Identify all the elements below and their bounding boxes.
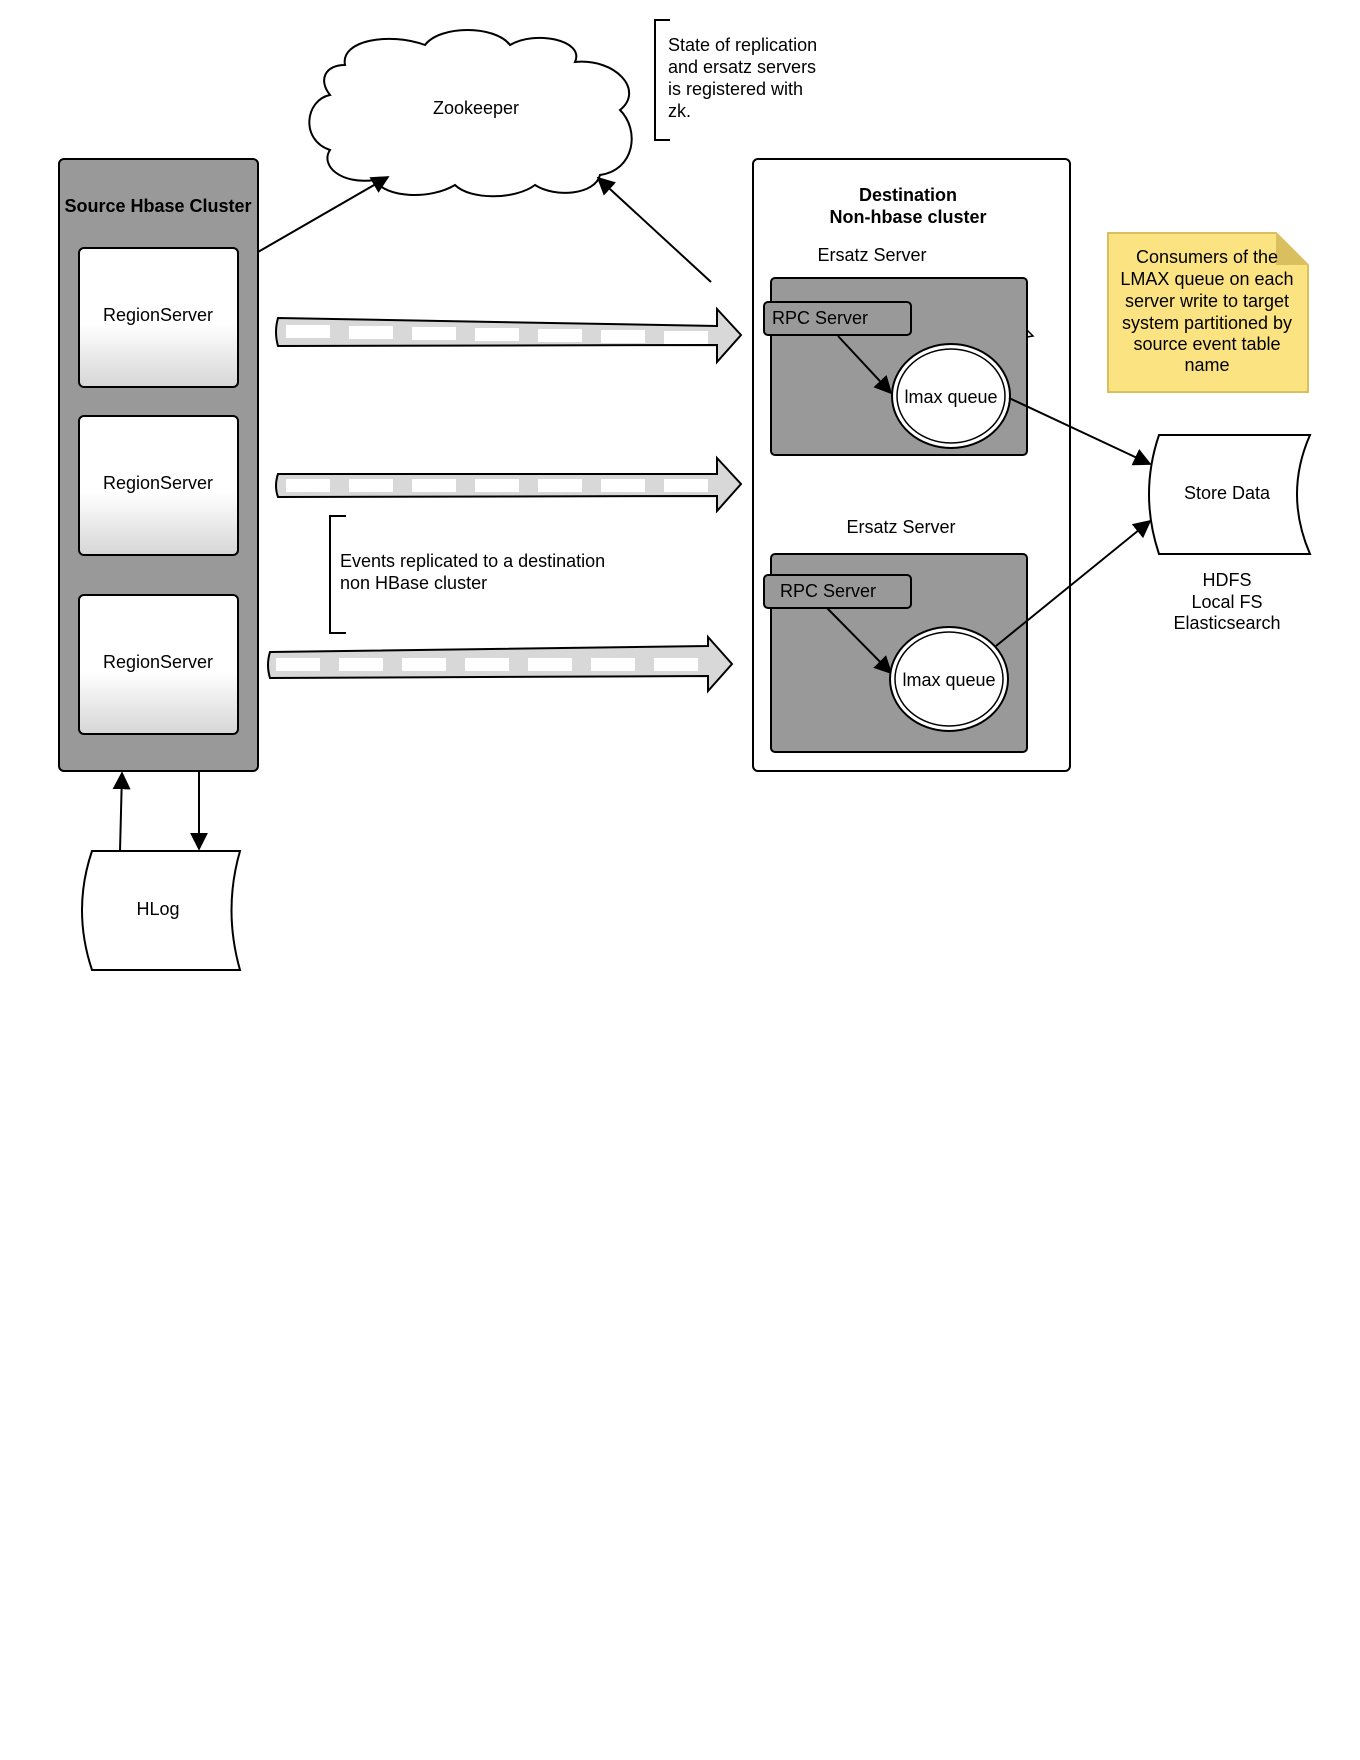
zookeeper-note: State of replication and ersatz servers … — [654, 19, 817, 141]
ersatz-server-label: Ersatz Server — [817, 245, 926, 265]
sticky-note-line: LMAX queue on each — [1120, 269, 1293, 289]
rpc-server-box — [763, 301, 912, 336]
lmax-queue-label: lmax queue — [902, 670, 995, 690]
destination-to-zk-arrow — [596, 176, 712, 283]
sticky-note-line: source event table — [1133, 334, 1280, 354]
replication-note-line: Events replicated to a destination — [340, 551, 605, 571]
region-server-box — [78, 594, 239, 735]
zookeeper-label: Zookeeper — [433, 98, 519, 118]
region-server-box — [78, 415, 239, 556]
zookeeper-cloud: Zookeeper — [308, 29, 633, 198]
hlog-storage: HLog — [81, 850, 242, 971]
store-target: Local FS — [1191, 592, 1262, 612]
zk-note-line: zk. — [668, 101, 691, 121]
source-cluster-title: Source Hbase Cluster — [64, 196, 251, 216]
destination-cluster: Destination Non-hbase cluster Ersatz Ser… — [752, 158, 1071, 772]
sticky-note: Consumers of the LMAX queue on each serv… — [1107, 232, 1309, 393]
zk-note-line: and ersatz servers — [668, 57, 816, 77]
zk-note-line: State of replication — [668, 35, 817, 55]
ersatz-server: RPC Server lmax queue — [763, 553, 1028, 753]
hlog-label: HLog — [136, 899, 179, 919]
lmax-queue — [889, 626, 1009, 732]
region-server-label: RegionServer — [103, 473, 213, 493]
region-server-box — [78, 247, 239, 388]
rpc-to-queue-arrow — [837, 335, 893, 395]
sticky-note-line: name — [1184, 355, 1229, 375]
replication-pipe — [267, 634, 734, 694]
region-server-label: RegionServer — [103, 652, 213, 672]
hlog-to-cluster-arrow — [112, 771, 131, 852]
rpc-server-label: RPC Server — [772, 308, 868, 328]
replication-note: Events replicated to a destination non H… — [329, 515, 605, 634]
replication-note-line: non HBase cluster — [340, 573, 487, 593]
source-cluster: Source Hbase Cluster RegionServer Region… — [58, 158, 259, 772]
queue-to-store-arrow — [995, 519, 1152, 647]
queue-to-store-arrow — [1008, 397, 1152, 466]
replication-pipe — [275, 306, 743, 365]
store-data: Store Data HDFS Local FS Elasticsearch — [1148, 434, 1312, 633]
replication-pipe — [275, 455, 743, 514]
sticky-note-line: server write to target — [1125, 291, 1289, 311]
sticky-note-line: Consumers of the — [1136, 247, 1278, 267]
sticky-note-line: system partitioned by — [1122, 313, 1292, 333]
destination-subtitle: Non-hbase cluster — [829, 207, 986, 227]
rpc-to-queue-arrow — [826, 607, 893, 675]
store-target: HDFS — [1203, 570, 1252, 590]
ersatz-server-label: Ersatz Server — [846, 517, 955, 537]
region-server-label: RegionServer — [103, 305, 213, 325]
zk-note-line: is registered with — [668, 79, 803, 99]
lmax-queue-label: lmax queue — [904, 387, 997, 407]
destination-title: Destination — [859, 185, 957, 205]
store-target: Elasticsearch — [1173, 613, 1280, 633]
rpc-server-label: RPC Server — [780, 581, 876, 601]
rpc-server-box — [763, 574, 912, 609]
lmax-queue — [891, 343, 1011, 449]
ersatz-server: RPC Server lmax queue — [763, 277, 1035, 456]
store-data-label: Store Data — [1184, 483, 1271, 503]
source-to-zk-arrow — [257, 176, 390, 253]
